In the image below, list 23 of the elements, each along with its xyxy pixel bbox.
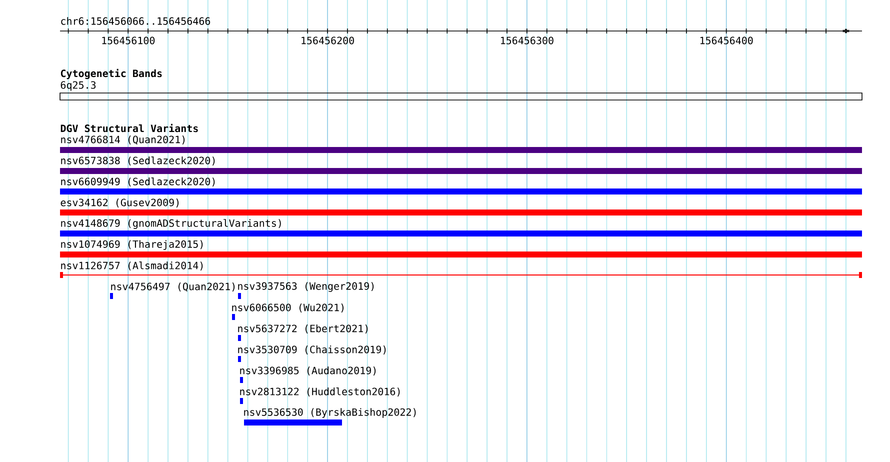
feature-label: nsv4148679 (gnomADStructuralVariants) xyxy=(61,219,281,229)
feature-label: esv34162 (Gusev2009) xyxy=(60,198,179,208)
feature-label: nsv6573838 (Sedlazeck2020) xyxy=(61,156,215,166)
tick-label: 156456100 xyxy=(102,36,155,44)
tick-label: 156456300 xyxy=(501,36,554,44)
feature-label: nsv4756497 (Quan2021) xyxy=(111,282,235,292)
location-label: chr6:156456066..156456466 xyxy=(61,17,210,25)
feature-label: nsv1074969 (Thareja2015) xyxy=(61,240,203,250)
track-heading: DGV Structural Variants xyxy=(60,124,198,132)
feature-label: nsv3530709 (Chaisson2019) xyxy=(238,346,386,354)
feature-label: nsv1126757 (Alsmadi2014) xyxy=(61,262,203,270)
tick-label: 156456200 xyxy=(302,36,354,44)
feature-label: nsv2813122 (Huddleston2016) xyxy=(240,388,400,396)
feature-label: nsv5536530 (ByrskaBishop2022) xyxy=(244,408,416,418)
track-heading: Cytogenetic Bands xyxy=(60,68,162,80)
feature-label: 6q25.3 xyxy=(60,81,96,91)
feature-label: nsv5637272 (Ebert2021) xyxy=(238,324,368,334)
tick-label: 156456400 xyxy=(700,36,753,44)
feature-label: nsv4766814 (Quan2021) xyxy=(61,136,185,144)
feature-label: nsv6609949 (Sedlazeck2020) xyxy=(61,178,215,186)
feature-label: nsv6066500 (Wu2021) xyxy=(232,304,344,312)
feature-label: nsv3396985 (Audano2019) xyxy=(240,366,376,376)
feature-label: nsv3937563 (Wenger2019) xyxy=(238,282,374,292)
